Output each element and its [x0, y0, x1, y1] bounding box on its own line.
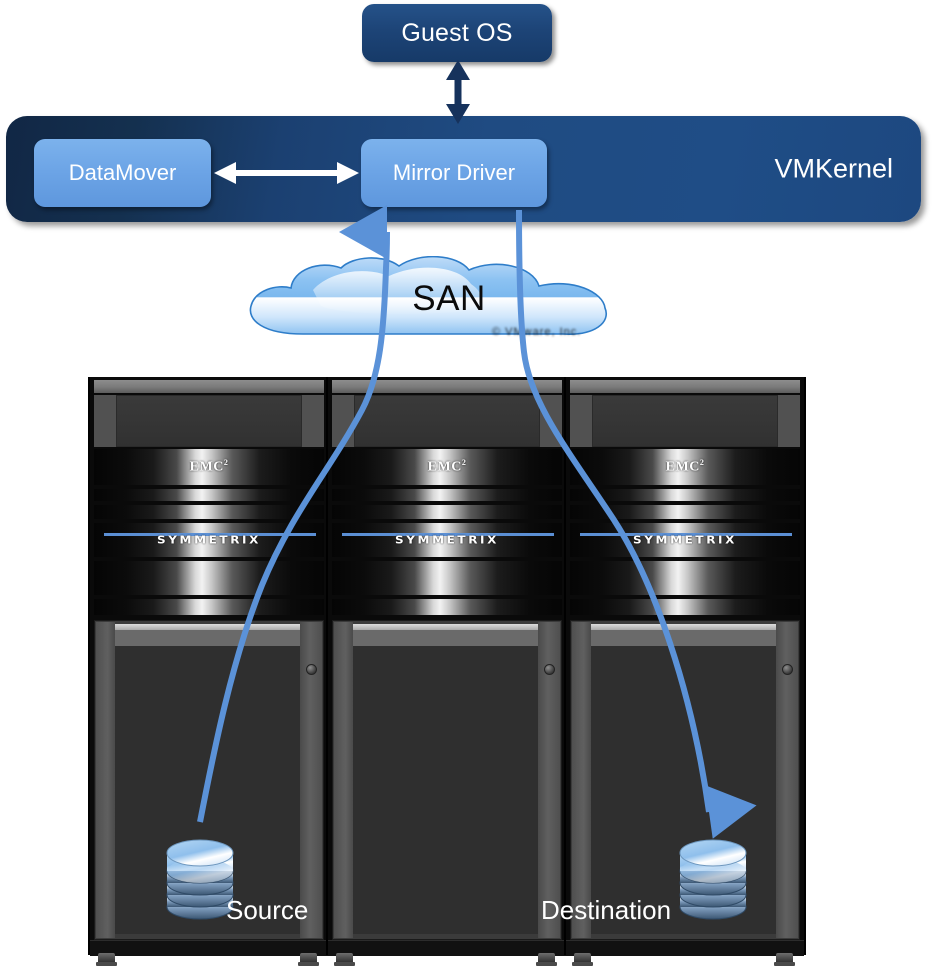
- vmkernel-label: VMKernel: [774, 153, 893, 184]
- door-top-band: [115, 630, 301, 646]
- cabinet-base: [90, 940, 328, 956]
- cabinet-blank-band: [94, 489, 324, 501]
- door-lock-icon[interactable]: [544, 664, 555, 675]
- door-top-band: [353, 630, 539, 646]
- door-left-rail: [96, 622, 115, 938]
- door-left-rail: [334, 622, 353, 938]
- cabinet-blank-band: [94, 599, 324, 615]
- cabinet-brand-band: EMC2: [570, 449, 800, 485]
- symmetrix-logo: SYMMETRIX: [157, 534, 261, 546]
- cabinet-blank-band: [94, 505, 324, 519]
- emc-superscript: 2: [461, 458, 467, 468]
- cabinet-blank-band: [332, 505, 562, 519]
- cabinet-upper-panel: [570, 395, 800, 447]
- cabinet-brand-band: EMC2: [94, 449, 324, 485]
- door-top-band: [591, 630, 777, 646]
- emc-logo: EMC2: [665, 458, 705, 475]
- cabinet-foot: [96, 953, 117, 966]
- cabinet-base: [328, 940, 566, 956]
- symmetrix-logo: SYMMETRIX: [395, 534, 499, 546]
- cabinet-blank-band: [570, 489, 800, 501]
- cabinet-blank-band: [570, 561, 800, 595]
- source-database-icon[interactable]: [163, 833, 237, 929]
- cabinet-product-band: SYMMETRIX: [94, 523, 324, 557]
- cabinet-upper-panel: [94, 395, 324, 447]
- cabinet-foot: [774, 953, 795, 966]
- cabinet-blank-band: [332, 561, 562, 595]
- guest-os-node[interactable]: Guest OS: [362, 4, 552, 62]
- cabinet-base: [566, 940, 804, 956]
- cabinet-top-cap: [94, 380, 324, 393]
- cabinet-foot: [536, 953, 557, 966]
- cabinet-top-cap: [332, 380, 562, 393]
- guest-os-label: Guest OS: [401, 18, 513, 47]
- mirror-driver-label: Mirror Driver: [392, 160, 516, 185]
- cabinet-blank-band: [332, 489, 562, 501]
- datamover-node[interactable]: DataMover: [34, 139, 211, 207]
- destination-database-icon[interactable]: [676, 833, 750, 929]
- cabinet-blank-band: [332, 599, 562, 615]
- cabinet-upper-inner: [354, 395, 540, 447]
- cabinet-brand-band: EMC2: [332, 449, 562, 485]
- cabinet-status-stripe: [342, 533, 554, 536]
- source-volume-label: Source: [226, 895, 309, 925]
- door-right-rail: [776, 622, 798, 938]
- symmetrix-logo: SYMMETRIX: [633, 534, 737, 546]
- mirror-driver-node[interactable]: Mirror Driver: [361, 139, 547, 207]
- emc-superscript: 2: [223, 458, 229, 468]
- door-face: [353, 646, 539, 934]
- cabinet-foot: [334, 953, 355, 966]
- door-lock-icon[interactable]: [782, 664, 793, 675]
- cabinet-foot: [572, 953, 593, 966]
- emc-superscript: 2: [699, 458, 705, 468]
- door-lock-icon[interactable]: [306, 664, 317, 675]
- san-watermark: © VMware, Inc.: [492, 326, 582, 338]
- storage-cabinet[interactable]: EMC2 SYMMETRIX: [326, 377, 568, 966]
- cabinet-product-band: SYMMETRIX: [570, 523, 800, 557]
- emc-logo: EMC2: [427, 458, 467, 475]
- cabinet-upper-inner: [592, 395, 778, 447]
- door-left-rail: [572, 622, 591, 938]
- door-highlight: [353, 624, 539, 630]
- emc-logo: EMC2: [189, 458, 229, 475]
- cabinet-top-cap: [570, 380, 800, 393]
- datamover-label: DataMover: [68, 160, 177, 185]
- cabinet-door[interactable]: [332, 620, 562, 940]
- cabinet-product-band: SYMMETRIX: [332, 523, 562, 557]
- cabinet-blank-band: [570, 505, 800, 519]
- connector-guestos-vmkernel: [446, 60, 470, 124]
- cabinet-foot: [298, 953, 319, 966]
- destination-volume-label: Destination: [541, 895, 672, 925]
- cabinet-upper-inner: [116, 395, 302, 447]
- cabinet-upper-panel: [332, 395, 562, 447]
- cabinet-blank-band: [94, 561, 324, 595]
- cabinet-blank-band: [570, 599, 800, 615]
